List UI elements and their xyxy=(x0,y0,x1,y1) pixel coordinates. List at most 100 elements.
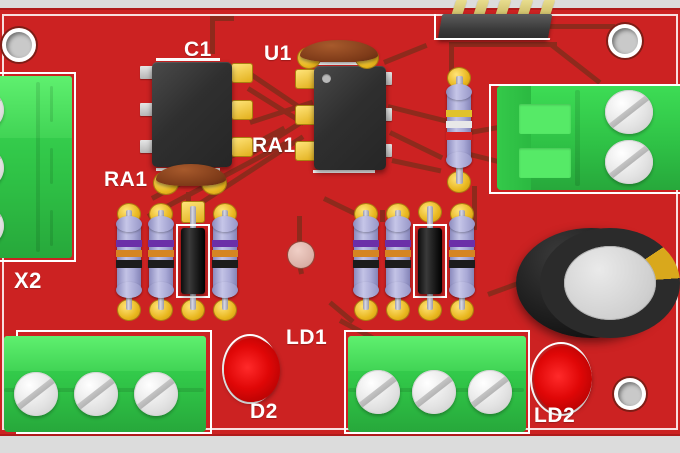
ic-pad xyxy=(232,101,252,119)
pad xyxy=(419,300,441,320)
rib xyxy=(50,210,53,246)
silk-outline-header xyxy=(433,38,551,40)
silk-label-c1: C1 xyxy=(184,38,212,61)
terminal-screw[interactable] xyxy=(74,372,118,416)
ic-c1[interactable] xyxy=(152,62,232,167)
trace xyxy=(549,24,615,29)
ic-pad xyxy=(232,138,252,156)
silk-ic-top xyxy=(313,62,375,65)
resistor xyxy=(212,216,238,298)
rib xyxy=(50,148,53,184)
band-white xyxy=(446,121,472,128)
terminal-screw[interactable] xyxy=(134,372,178,416)
silk-outline-diode xyxy=(413,224,447,298)
resistor xyxy=(385,216,411,298)
led-d2 xyxy=(224,338,280,402)
electrolytic-capacitor[interactable] xyxy=(516,228,680,338)
trace xyxy=(449,46,454,74)
terminal-screw[interactable] xyxy=(0,206,4,246)
trace xyxy=(210,16,215,54)
test-via-pad xyxy=(288,242,314,268)
terminal-screw[interactable] xyxy=(468,370,512,414)
terminal-screw[interactable] xyxy=(0,90,4,130)
pad xyxy=(355,300,377,320)
diode-right xyxy=(418,228,442,294)
resistor-vertical xyxy=(446,84,472,168)
terminal-screw[interactable] xyxy=(412,370,456,414)
band-black xyxy=(449,260,475,268)
band-yellow xyxy=(446,110,472,117)
trace xyxy=(472,186,477,230)
pad xyxy=(387,300,409,320)
band-black xyxy=(148,260,174,268)
pad xyxy=(214,300,236,320)
band-red xyxy=(446,132,472,140)
pad xyxy=(182,300,204,320)
pad xyxy=(118,300,140,320)
ic-pad xyxy=(232,64,252,82)
mounting-hole xyxy=(618,382,642,406)
terminal-screw[interactable] xyxy=(356,370,400,414)
band-orange xyxy=(212,250,238,257)
silk-ic-top xyxy=(156,58,220,61)
resistor xyxy=(449,216,475,298)
band-orange xyxy=(353,250,379,257)
terminal-wire-window xyxy=(519,148,571,178)
resistor xyxy=(148,216,174,298)
terminal-wire-window xyxy=(519,104,571,134)
silk-label-x2: X2 xyxy=(14,268,42,293)
band-orange xyxy=(449,250,475,257)
band-black xyxy=(353,260,379,268)
pad xyxy=(150,300,172,320)
resistor xyxy=(353,216,379,298)
ic-pad xyxy=(296,106,316,124)
terminal-screw[interactable] xyxy=(605,90,653,134)
band-orange xyxy=(385,250,411,257)
silk-label-ld2: LD2 xyxy=(534,404,576,427)
band-violet xyxy=(148,240,174,247)
silk-outline-header xyxy=(434,14,436,40)
pad xyxy=(451,300,473,320)
led-ld2 xyxy=(534,346,592,412)
terminal-screw[interactable] xyxy=(605,140,653,184)
band-violet xyxy=(116,240,142,247)
band-violet xyxy=(449,240,475,247)
silk-label-ra1-upper: RA1 xyxy=(252,134,296,157)
silk-label-d2: D2 xyxy=(250,400,278,423)
band-orange xyxy=(148,250,174,257)
ic-pad xyxy=(296,70,316,88)
ceramic-capacitor-top xyxy=(300,40,378,62)
band-violet xyxy=(353,240,379,247)
mounting-hole xyxy=(6,32,32,58)
rib xyxy=(50,86,53,122)
terminal-screw[interactable] xyxy=(14,372,58,416)
terminal-block-bottom-left[interactable] xyxy=(4,336,206,432)
rib xyxy=(575,90,580,186)
terminal-block-x2[interactable] xyxy=(0,76,72,258)
diode-left xyxy=(181,228,205,294)
silk-ic-bottom xyxy=(313,170,375,173)
silk-label-ld1: LD1 xyxy=(286,326,328,349)
ceramic-capacitor-bottom xyxy=(156,164,226,186)
silk-outline-x2 xyxy=(0,72,76,262)
silk-label-ra1-lower: RA1 xyxy=(104,168,148,191)
band-violet xyxy=(385,240,411,247)
pin-header[interactable] xyxy=(437,14,553,40)
silk-outline-terminal-bottom-right xyxy=(344,330,530,434)
terminal-screw[interactable] xyxy=(0,148,4,188)
trace xyxy=(297,216,302,250)
band-orange xyxy=(116,250,142,257)
trace xyxy=(380,210,385,222)
resistor xyxy=(116,216,142,298)
rib xyxy=(36,82,40,252)
ic-u1[interactable] xyxy=(314,66,386,170)
terminal-block-right[interactable] xyxy=(497,86,680,190)
band-black xyxy=(116,260,142,268)
trace xyxy=(210,16,234,21)
trace xyxy=(449,42,557,47)
silk-outline-diode xyxy=(176,224,210,298)
terminal-block-bottom-right[interactable] xyxy=(348,336,526,432)
band-violet xyxy=(212,240,238,247)
band-black xyxy=(212,260,238,268)
